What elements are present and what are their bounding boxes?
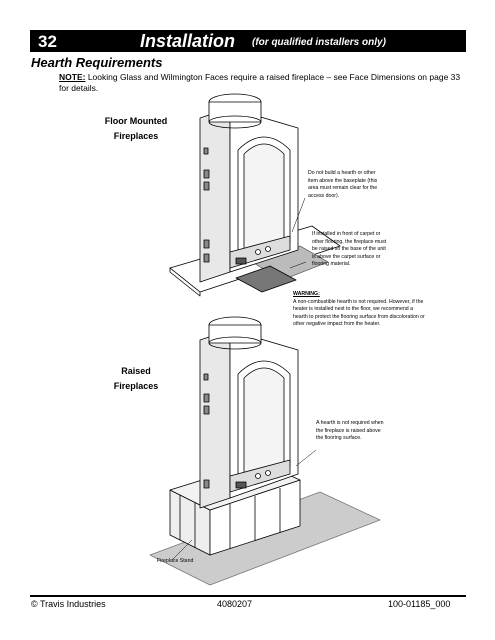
footer-part-number: 4080207 xyxy=(217,599,253,609)
warning-text: A non-combustible hearth is not required… xyxy=(293,298,425,328)
floor-mounted-label: Floor Mounted Fireplaces xyxy=(96,116,176,141)
note-label: NOTE: xyxy=(59,72,86,82)
warning-callout: WARNING: A non-combustible hearth is not… xyxy=(293,291,429,329)
chapter-title: Installation xyxy=(140,31,236,51)
floor-mounted-label-line1: Floor Mounted xyxy=(104,116,168,126)
callout-baseplate: Do not build a hearth or other item abov… xyxy=(308,170,378,199)
callout-hearth-not-required: A hearth is not required when the firepl… xyxy=(316,420,384,441)
footer-doc-number: 100-01185_000 xyxy=(388,599,451,609)
raised-fireplace-drawing xyxy=(149,316,381,586)
section-title: Hearth Requirements xyxy=(31,55,163,70)
raised-label: Raised Fireplaces xyxy=(96,366,176,391)
chapter-header-bar: 32 Installation (for qualified installer… xyxy=(30,30,466,52)
page-number: 32 xyxy=(38,32,57,51)
floor-mounted-fireplace-drawing xyxy=(169,93,341,297)
raised-label-line1: Raised xyxy=(121,366,151,376)
floor-mounted-label-line2: Fireplaces xyxy=(113,131,159,141)
note-paragraph: NOTE: Looking Glass and Wilmington Faces… xyxy=(59,72,469,94)
callout-carpet: If installed in front of carpet or other… xyxy=(312,231,387,267)
fireplace-stand-label: Fireplace Stand xyxy=(157,558,194,564)
warning-title: WARNING: xyxy=(293,291,320,297)
footer-rule xyxy=(30,595,466,597)
note-text: Looking Glass and Wilmington Faces requi… xyxy=(59,72,461,93)
raised-label-line2: Fireplaces xyxy=(113,381,159,391)
chapter-subtitle: (for qualified installers only) xyxy=(252,37,386,48)
footer-copyright: © Travis Industries xyxy=(31,599,106,609)
